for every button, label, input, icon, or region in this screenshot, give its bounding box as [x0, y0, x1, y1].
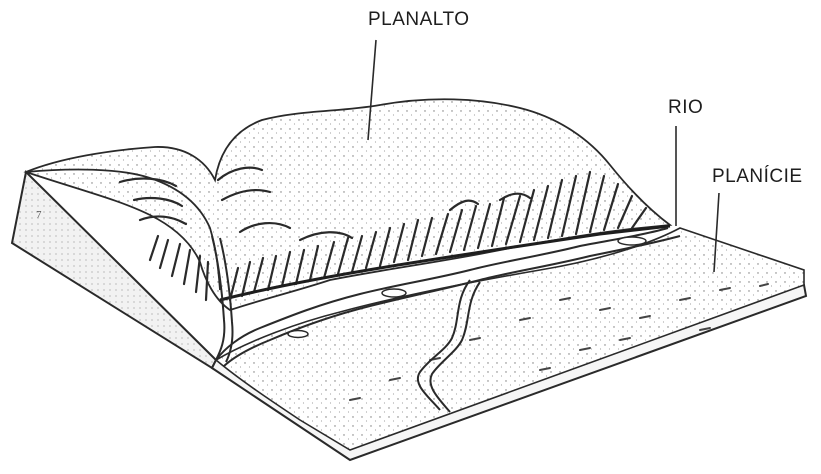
label-planalto: PLANALTO: [368, 9, 470, 31]
svg-text:7: 7: [36, 209, 42, 221]
label-planicie: PLANÍCIE: [712, 166, 803, 188]
label-rio: RIO: [668, 97, 703, 119]
